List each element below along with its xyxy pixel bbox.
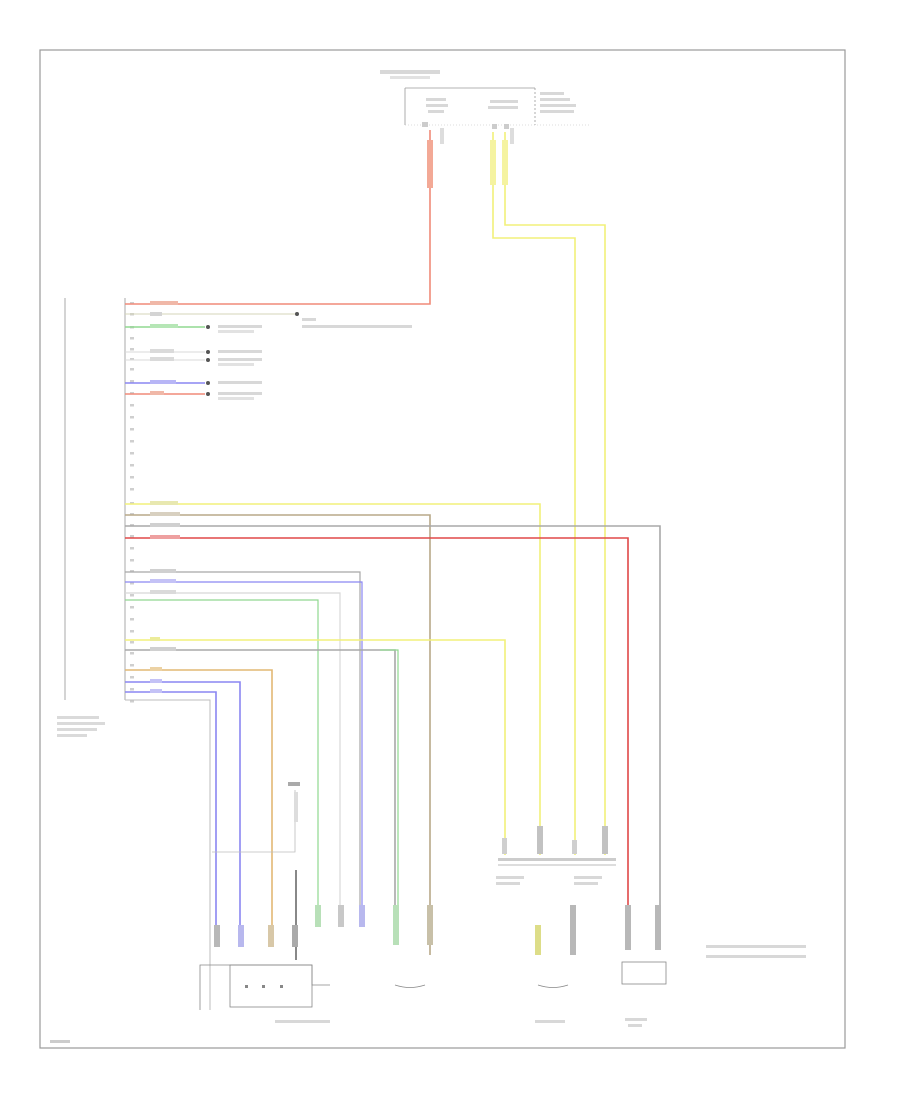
wire-blue-2 [125,681,241,925]
splice-points [206,312,412,400]
inline-connectors [214,826,661,955]
component-arc-center [394,984,426,988]
wire-gray-4 [125,649,396,910]
diagram-frame [39,49,846,1049]
wire-labels [150,301,180,693]
wire-gray-5 [125,699,211,1010]
component-box-right [621,961,667,985]
wire-red-1 [125,537,629,910]
wire-green-1 [125,599,319,910]
wire-blue-3 [125,691,217,925]
wire-gray-2 [125,571,361,910]
wire-brown-1 [125,514,431,955]
wire-yellow-fuse-2 [504,132,606,855]
connector-pin-ticks [130,302,134,703]
wire-yellow-2 [125,639,506,855]
wire-gray-3 [125,592,341,910]
component-box-left [229,964,313,1008]
fuse-box-top [380,70,590,144]
module-connector-left [57,298,126,737]
component-arc-right [537,984,569,988]
bottom-components [50,782,806,1043]
wire-red-fuse-feed [125,130,431,305]
wire-orange-1 [125,669,273,925]
wire-blue-1 [125,581,363,910]
wire-green-2 [380,649,399,910]
wire-gray-1 [125,525,661,910]
wires [125,130,661,1010]
wire-yellow-1 [125,503,541,855]
wire-gray-splice [212,790,296,853]
